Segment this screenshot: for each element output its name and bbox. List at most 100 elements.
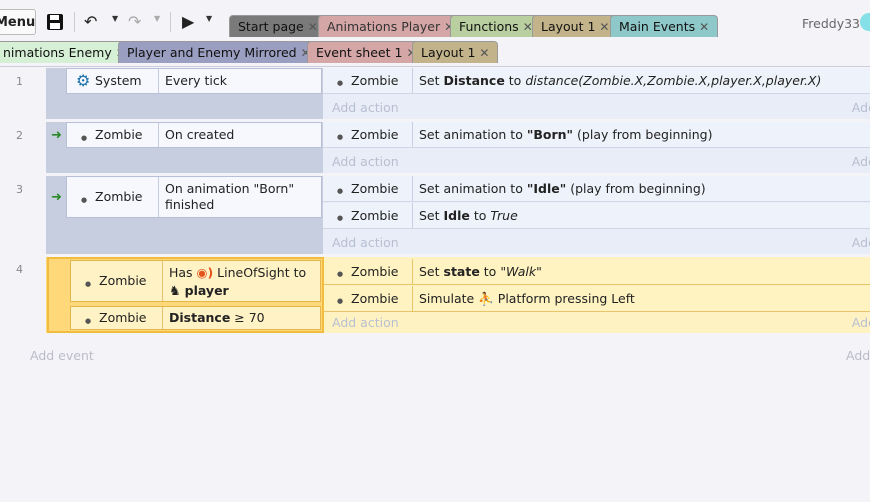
tab-label: Start page <box>238 19 304 34</box>
event-2[interactable]: ➜ ●Zombie On created ●Zombie Set animati… <box>46 122 870 173</box>
condition-text: On animation "Born"finished <box>165 177 317 221</box>
tab-animations-player[interactable]: Animations Player✕ <box>318 15 464 37</box>
conditions-column[interactable]: ⚙System Every tick <box>46 68 323 119</box>
close-icon[interactable]: ✕ <box>406 46 416 60</box>
actions-column[interactable]: ●Zombie Set animation to "Born" (play fr… <box>323 122 870 173</box>
condition-row[interactable]: ●Zombie On created <box>66 122 322 148</box>
behavior-name: Platform <box>497 291 551 306</box>
add-action-link[interactable]: Add action <box>332 100 399 115</box>
actions-column[interactable]: ●Zombie Set state to "Walk" ●Zombie Simu… <box>323 257 870 333</box>
action-row[interactable]: ●Zombie Set Idle to True <box>323 203 870 229</box>
add-action-link-right[interactable]: Add <box>851 315 870 330</box>
action-row[interactable]: ●Zombie Set state to "Walk" <box>323 259 870 285</box>
object-name: Zombie <box>351 208 399 223</box>
event-sheet[interactable]: 1 ⚙System Every tick ●Zombie Set Distanc… <box>0 66 870 502</box>
tab-label: Functions <box>459 19 519 34</box>
close-icon[interactable]: ✕ <box>699 20 710 34</box>
tab-layout-1[interactable]: Layout 1✕ <box>532 15 619 37</box>
action-text-italic: "Walk" <box>500 264 542 279</box>
close-icon[interactable]: ✕ <box>522 20 533 34</box>
undo-dropdown-icon[interactable]: ▼ <box>112 14 119 23</box>
add-action-link-right[interactable]: Add <box>851 154 870 169</box>
close-icon[interactable]: ✕ <box>300 46 311 60</box>
event-3[interactable]: ➜ ●Zombie On animation "Born"finished ●Z… <box>46 176 870 254</box>
conditions-column[interactable]: ➜ ●Zombie On created <box>46 122 323 173</box>
conditions-column[interactable]: ●Zombie Has ◉) LineOfSight to ♞ player ●… <box>46 257 323 333</box>
object-name: Zombie <box>99 310 147 325</box>
action-text-bold: state <box>443 264 480 279</box>
condition-row[interactable]: ⚙System Every tick <box>66 68 322 94</box>
undo-icon[interactable]: ↶ <box>84 12 98 31</box>
save-icon[interactable] <box>46 10 64 34</box>
condition-text-part: to <box>289 265 307 280</box>
action-text: Set state to "Walk" <box>419 259 542 284</box>
play-dropdown-icon[interactable]: ▼ <box>206 14 213 23</box>
tab-layout-1-second[interactable]: Layout 1✕ <box>412 41 499 63</box>
condition-row[interactable]: ●Zombie On animation "Born"finished <box>66 176 322 218</box>
add-action-link-right[interactable]: Add <box>851 235 870 250</box>
zombie-icon: ● <box>85 280 92 288</box>
zombie-icon: ● <box>337 270 344 278</box>
actions-column[interactable]: ●Zombie Set Distance to distance(Zombie.… <box>323 68 870 119</box>
action-text-part: (play from beginning) <box>573 127 713 142</box>
zombie-icon: ● <box>337 133 344 141</box>
tab-player-and-enemy-mirrored[interactable]: Player and Enemy Mirrored✕ <box>118 41 320 63</box>
object-name: Zombie <box>351 181 399 196</box>
condition-text-line: On animation "Born" <box>165 181 295 196</box>
zombie-icon: ● <box>337 79 344 87</box>
play-icon[interactable]: ▶ <box>182 12 195 31</box>
add-action-link[interactable]: Add action <box>332 315 399 330</box>
add-action-link[interactable]: Add action <box>332 154 399 169</box>
tab-label: Animations Player <box>327 19 441 34</box>
close-icon[interactable]: ✕ <box>444 20 454 34</box>
menu-button[interactable]: Menu <box>0 9 36 35</box>
tab-animations-enemy[interactable]: nimations Enemy✕ <box>0 41 135 63</box>
tab-label: Layout 1 <box>421 45 476 60</box>
add-action-link[interactable]: Add action <box>332 235 399 250</box>
tab-event-sheet-1[interactable]: Event sheet 1✕ <box>307 41 426 63</box>
condition-text-part: ≥ 70 <box>230 310 265 325</box>
close-icon[interactable]: ✕ <box>307 20 318 34</box>
condition-row[interactable]: ●Zombie Distance ≥ 70 <box>70 306 321 330</box>
condition-text-bold: Distance <box>169 310 231 325</box>
tab-start-page[interactable]: Start page✕ <box>229 15 327 37</box>
tab-functions[interactable]: Functions✕ <box>450 15 542 37</box>
user-name[interactable]: Freddy33 <box>802 16 861 31</box>
toolbar: Menu ↶ ▼ ↷ ▼ ▶ ▼ Start page✕ Animations … <box>0 0 870 66</box>
action-row[interactable]: ●Zombie Set animation to "Idle" (play fr… <box>323 176 870 202</box>
object-name: System <box>95 73 142 88</box>
close-icon[interactable]: ✕ <box>479 46 490 60</box>
tab-label: Event sheet 1 <box>316 45 403 60</box>
object-name: Zombie <box>351 291 399 306</box>
event-4[interactable]: ●Zombie Has ◉) LineOfSight to ♞ player ●… <box>46 257 870 333</box>
action-text: Set Distance to distance(Zombie.X,Zombie… <box>419 68 821 93</box>
condition-text-line: finished <box>165 197 215 212</box>
action-row[interactable]: ●Zombie Set animation to "Born" (play fr… <box>323 122 870 148</box>
line-of-sight-icon: ◉) <box>196 265 214 280</box>
avatar[interactable] <box>860 13 870 31</box>
actions-column[interactable]: ●Zombie Set animation to "Idle" (play fr… <box>323 176 870 254</box>
condition-text: Every tick <box>165 73 227 88</box>
add-event-link-right[interactable]: Add <box>846 348 870 363</box>
action-row[interactable]: ●Zombie Simulate ⛹ Platform pressing Lef… <box>323 286 870 312</box>
condition-row[interactable]: ●Zombie Has ◉) LineOfSight to ♞ player <box>70 260 321 302</box>
action-text-italic: distance(Zombie.X,Zombie.X,player.X,play… <box>525 73 822 88</box>
conditions-column[interactable]: ➜ ●Zombie On animation "Born"finished <box>46 176 323 254</box>
action-text-part: to <box>479 264 501 279</box>
close-icon[interactable]: ✕ <box>599 20 610 34</box>
add-action-link-right[interactable]: Add <box>851 100 870 115</box>
event-number: 1 <box>16 75 23 88</box>
action-text-part: Set <box>419 264 444 279</box>
tab-label: Main Events <box>619 19 696 34</box>
action-text: Set animation to "Idle" (play from begin… <box>419 176 706 201</box>
redo-icon[interactable]: ↷ <box>128 12 142 31</box>
object-name: Zombie <box>95 127 143 142</box>
action-row[interactable]: ●Zombie Set Distance to distance(Zombie.… <box>323 68 870 94</box>
tab-main-events[interactable]: Main Events✕ <box>610 15 719 37</box>
condition-text-line: ♞ player <box>169 282 316 301</box>
action-text-bold: Idle <box>443 208 470 223</box>
add-event-link[interactable]: Add event <box>30 348 94 363</box>
action-text-part: Set <box>419 208 444 223</box>
redo-dropdown-icon[interactable]: ▼ <box>154 14 161 23</box>
event-1[interactable]: ⚙System Every tick ●Zombie Set Distance … <box>46 68 870 119</box>
